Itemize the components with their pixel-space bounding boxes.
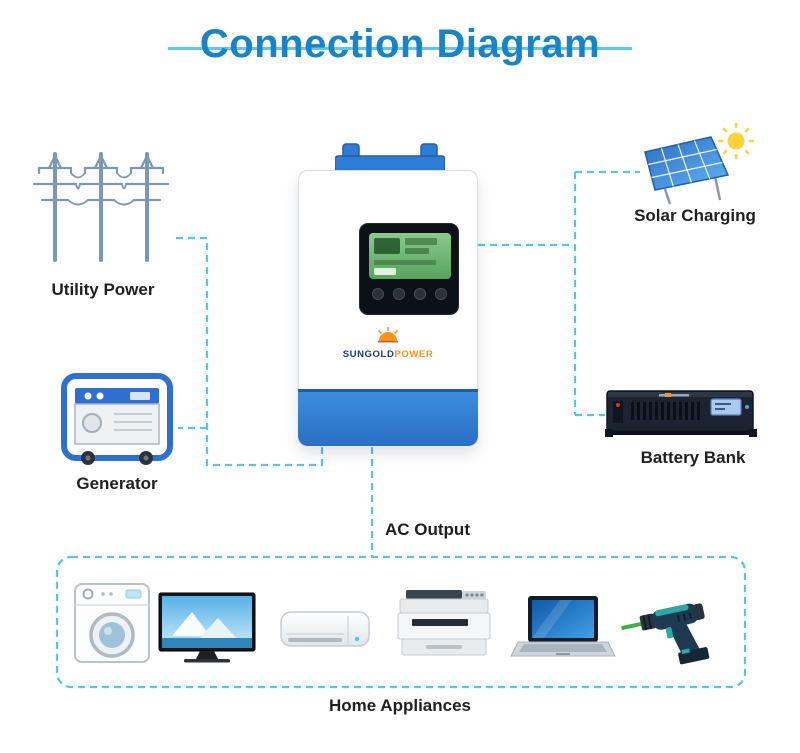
utility-power-icon xyxy=(32,138,173,273)
sun-icon xyxy=(717,122,755,160)
lcd-graphic xyxy=(374,260,436,265)
printer-icon xyxy=(396,588,492,664)
battery-bank-label: Battery Bank xyxy=(640,448,746,467)
appliances-group-box xyxy=(55,555,747,689)
lcd-graphic xyxy=(405,248,429,254)
power-transmission-lines-icon xyxy=(32,152,170,262)
inverter-unit: SUNGOLDPOWER xyxy=(298,170,478,446)
air-conditioner-icon xyxy=(280,606,372,654)
power-drill-icon xyxy=(621,584,718,668)
lcd-graphic xyxy=(405,238,437,245)
inverter-display-panel xyxy=(359,223,459,315)
generator-icon xyxy=(58,370,176,466)
solar-charging-label: Solar Charging xyxy=(634,206,756,225)
solar-charging-icon xyxy=(633,122,755,208)
sun-logo-icon xyxy=(378,326,398,343)
brand-logo: SUNGOLDPOWER xyxy=(299,326,477,360)
battery-rack-icon xyxy=(605,390,757,437)
lcd-graphic xyxy=(374,268,396,275)
connector-utility-to-inverter xyxy=(176,236,324,467)
inverter-button-4[interactable] xyxy=(434,288,447,300)
utility-power-label: Utility Power xyxy=(51,280,155,299)
page-title: Connection Diagram xyxy=(199,22,601,66)
washing-machine-icon xyxy=(72,580,154,666)
generator-label: Generator xyxy=(76,474,158,493)
inverter-button-3[interactable] xyxy=(413,288,426,300)
tv-icon xyxy=(158,592,258,664)
title-underline xyxy=(168,47,632,50)
solar-panel-sun-icon xyxy=(644,122,755,205)
battery-bank-icon xyxy=(605,383,757,443)
portable-generator-icon xyxy=(61,373,173,465)
home-appliances-label: Home Appliances xyxy=(328,696,472,715)
inverter-button-2[interactable] xyxy=(392,288,405,300)
ac-output-label: AC Output xyxy=(385,520,470,539)
laptop-icon xyxy=(508,596,616,662)
inverter-lcd-screen xyxy=(369,233,451,279)
inverter-blue-panel xyxy=(298,389,478,446)
lcd-graphic xyxy=(374,238,400,254)
inverter-buttons xyxy=(360,288,458,300)
inverter-button-1[interactable] xyxy=(371,288,384,300)
brand-name: SUNGOLDPOWER xyxy=(342,349,434,360)
